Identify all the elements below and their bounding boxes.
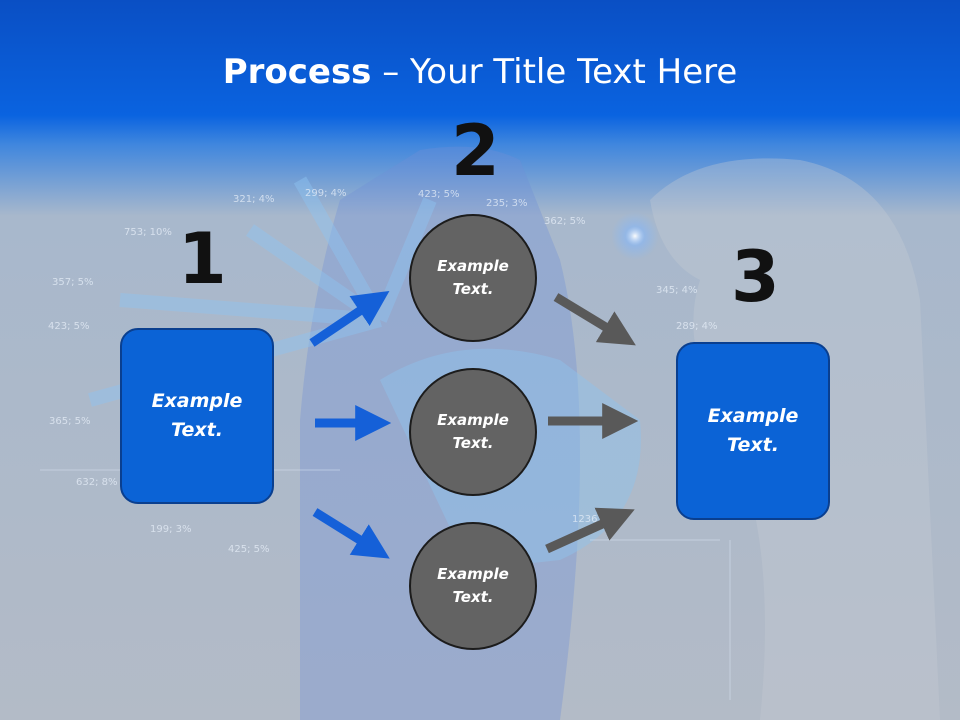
middle-circle-text: Example Text. <box>437 411 509 452</box>
slide-title: Process – Your Title Text Here <box>0 52 960 92</box>
bg-number: 345; 4% <box>656 285 698 296</box>
bg-number: 365; 5% <box>49 416 91 427</box>
arrow-to-top-circle <box>309 290 390 347</box>
bg-number: 425; 5% <box>228 544 270 555</box>
right-process-box: Example Text. <box>676 342 830 520</box>
bg-number: 357; 5% <box>52 277 94 288</box>
bottom-circle-text: Example Text. <box>437 565 509 606</box>
bg-number: 423; 5% <box>48 321 90 332</box>
bg-number: 362; 5% <box>544 216 586 227</box>
bottom-circle: Example Text. <box>409 522 537 650</box>
arrow-from-bottom-circle <box>545 507 635 554</box>
left-process-box: Example Text. <box>120 328 274 504</box>
arrow-from-top-circle <box>553 293 636 346</box>
bg-number: 289; 4% <box>676 321 718 332</box>
title-bold: Process <box>222 52 372 92</box>
bg-number: 321; 4% <box>233 194 275 205</box>
arrow-to-bottom-circle <box>312 508 390 559</box>
bg-number: 1236 <box>572 514 597 525</box>
bg-number: 199; 3% <box>150 524 192 535</box>
bg-number: 299; 4% <box>305 188 347 199</box>
bg-number: 423; 5% <box>418 189 460 200</box>
step-number-1: 1 <box>178 218 227 300</box>
middle-circle: Example Text. <box>409 368 537 496</box>
right-box-text: Example Text. <box>707 405 799 456</box>
bg-number: 632; 8% <box>76 477 118 488</box>
left-box-text: Example Text. <box>151 390 243 441</box>
bg-number: 235; 3% <box>486 198 528 209</box>
step-number-3: 3 <box>731 236 780 318</box>
step-number-2: 2 <box>451 110 500 192</box>
bg-number: 753; 10% <box>124 227 172 238</box>
title-rest: – Your Title Text Here <box>371 52 738 92</box>
top-circle-text: Example Text. <box>437 257 509 298</box>
top-circle: Example Text. <box>409 214 537 342</box>
